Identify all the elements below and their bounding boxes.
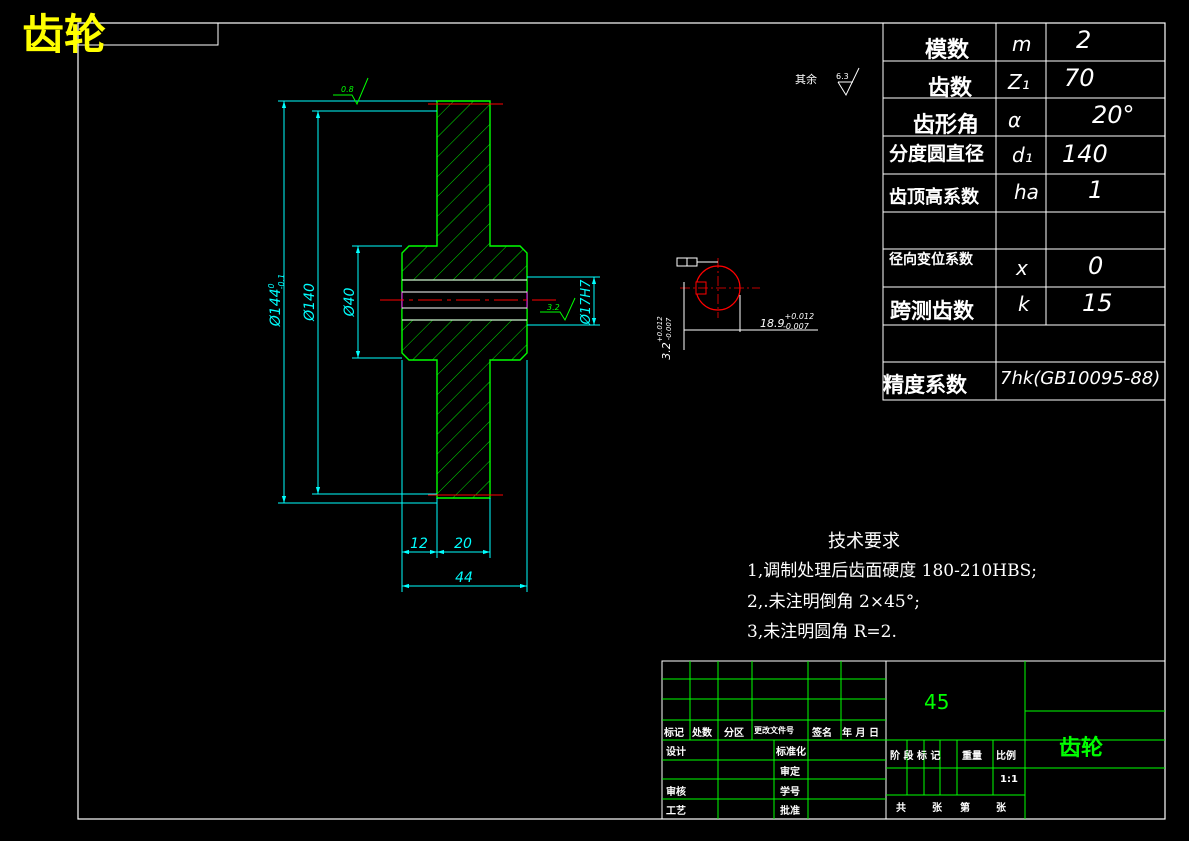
tb-label-shenhe: 审核 [666,787,686,798]
param-label-accuracy: 精度系数 [883,373,967,397]
part-name: 齿轮 [1059,736,1104,761]
keyway-detail [676,257,818,350]
ratio-value: 1:1 [1000,774,1018,785]
tb-label-bili: 比例 [996,751,1016,762]
tb-label-biaozhunhua: 标准化 [776,747,806,758]
param-value-shift: 0 [1088,252,1104,280]
tb-label-gongyi: 工艺 [666,806,686,817]
param-symbol-shift: x [1016,256,1028,280]
tb-label-nianyueri: 年 月 日 [842,728,879,739]
param-symbol-addendum: ha [1014,180,1039,204]
dimension-lines [278,100,600,592]
roughness-symbol-bore [540,297,576,322]
keyway-width-dim: 18.9+0.012 [760,312,814,330]
tb-label-zhongliang: 重量 [962,751,982,762]
param-symbol-module: m [1012,32,1032,56]
tech-requirement-item: 3,未注明圆角 R=2. [747,622,897,642]
param-table-grid [882,22,1166,401]
tb-label-chushu: 处数 [692,728,712,739]
pitch-diameter-dim: Ø140 [302,283,318,322]
param-value-span-teeth: 15 [1082,289,1113,317]
param-symbol-span-teeth: k [1018,292,1030,316]
tb-label-zhang1: 张 [932,803,942,814]
tb-label-zhang2: 张 [996,803,1006,814]
tech-requirement-item: 2,.未注明倒角 2×45°; [747,592,920,612]
param-value-pitch-diameter: 140 [1062,140,1108,168]
tb-label-jieduan: 阶 段 标 记 [890,751,941,762]
tech-requirements-title: 技术要求 [828,531,900,552]
tb-label-di: 第 [960,803,970,814]
param-value-addendum: 1 [1088,176,1104,204]
bore-diameter-dim: Ø17H7 [579,279,594,326]
param-symbol-teeth: Z₁ [1008,70,1030,94]
dim-44: 44 [455,570,473,586]
tb-label-fenqu: 分区 [724,728,744,739]
param-symbol-pitch-diameter: d₁ [1012,143,1033,167]
roughness-other-label: 其余 [795,72,817,86]
param-value-pressure-angle: 20° [1092,101,1135,129]
param-symbol-pressure-angle: α [1008,108,1022,132]
param-label-teeth: 齿数 [928,76,973,101]
hub-diameter-dim: Ø40 [342,287,358,317]
param-value-module: 2 [1076,26,1092,54]
param-value-teeth: 70 [1064,64,1095,92]
param-label-addendum: 齿顶高系数 [889,187,979,208]
param-label-span-teeth: 跨测齿数 [890,299,974,323]
tip-diameter-dim: Ø1440-0.1 [267,274,286,327]
roughness-other-symbol [837,67,860,97]
param-label-pressure-angle: 齿形角 [913,113,980,138]
title-block-grid [661,660,1166,820]
roughness-symbol-top [333,77,369,106]
tb-label-sheji: 设计 [666,747,686,758]
dim-20: 20 [454,536,472,552]
drawing-border [77,22,1166,820]
roughness-top-value: 0.8 [341,85,354,94]
param-value-accuracy: 7hk(GB10095-88) [1000,368,1161,389]
tb-label-gong: 共 [896,803,906,814]
drawing-title: 齿轮 [22,10,107,59]
dim-12: 12 [410,536,428,552]
material-value: 45 [924,690,950,714]
tb-label-xuehao: 学号 [780,787,800,798]
param-label-shift: 径向变位系数 [889,252,973,268]
tb-label-gengai: 更改文件号 [754,726,794,735]
tech-requirement-item: 1,调制处理后齿面硬度 180-210HBS; [747,561,1037,581]
tb-label-pizhun: 批准 [780,806,800,817]
param-label-module: 模数 [925,38,970,63]
roughness-other-value: 6.3 [836,72,849,81]
tb-label-biaoji: 标记 [664,728,684,739]
roughness-bore-value: 3.2 [547,303,560,312]
tb-label-qianming: 签名 [812,728,832,739]
keyway-width-tol-lower: -0.007 [783,322,810,331]
tb-label-shending: 审定 [780,767,800,778]
keyway-depth-dim: 3.2+0.012-0.007 [656,316,673,360]
title-tag-box [77,22,219,46]
param-label-pitch-diameter: 分度圆直径 [889,143,985,165]
gear-section [380,100,560,499]
